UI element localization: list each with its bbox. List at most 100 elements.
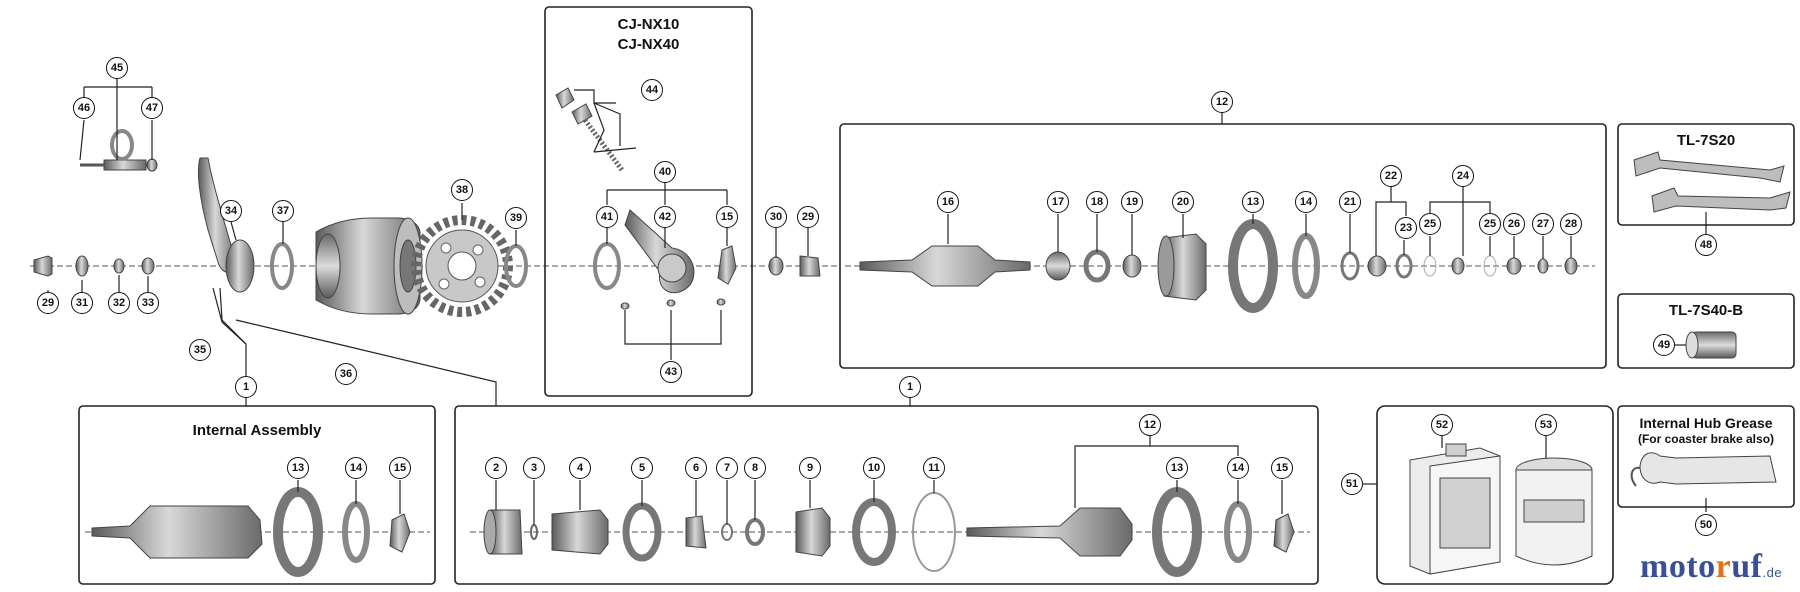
callout-7: 7 — [716, 457, 738, 479]
callout-13-assembly: 13 — [1166, 457, 1188, 479]
callout-9: 9 — [799, 457, 821, 479]
callout-29-left: 29 — [37, 292, 59, 314]
callout-30: 30 — [765, 206, 787, 228]
brake-cone-34-shape — [225, 239, 255, 293]
callout-28: 28 — [1560, 213, 1582, 235]
callout-36: 36 — [335, 363, 357, 385]
callout-23: 23 — [1395, 217, 1417, 239]
callout-15-internal: 15 — [389, 457, 411, 479]
callout-1-internal: 1 — [235, 376, 257, 398]
callout-3: 3 — [523, 457, 545, 479]
callout-43: 43 — [660, 361, 682, 383]
callout-19: 19 — [1121, 191, 1143, 213]
callout-49: 49 — [1653, 334, 1675, 356]
callout-46: 46 — [73, 97, 95, 119]
cable-adjust-44-shape — [555, 87, 575, 109]
callout-15-cj: 15 — [716, 206, 738, 228]
sprocket-38-shape — [411, 215, 513, 317]
callout-13-top: 13 — [1242, 191, 1264, 213]
callout-26: 26 — [1503, 213, 1525, 235]
callout-32: 32 — [108, 292, 130, 314]
nut-32-shape — [113, 258, 125, 274]
callout-8: 8 — [744, 457, 766, 479]
callout-37: 37 — [272, 200, 294, 222]
callout-51: 51 — [1341, 473, 1363, 495]
part-20-shape — [1163, 233, 1207, 301]
grease-subtitle: (For coaster brake also) — [1637, 432, 1775, 446]
callout-25-b: 25 — [1479, 213, 1501, 235]
callout-17: 17 — [1047, 191, 1069, 213]
callout-34: 34 — [220, 200, 242, 222]
axle-16-shape — [859, 245, 1031, 287]
callout-42: 42 — [654, 206, 676, 228]
bracket-45-shape — [80, 129, 158, 172]
callout-35: 35 — [189, 339, 211, 361]
parts-30-29 — [768, 255, 821, 277]
motoruf-logo: motoruf.de — [1640, 548, 1783, 585]
callout-24: 24 — [1452, 165, 1474, 187]
callout-14-top: 14 — [1295, 191, 1317, 213]
axle-lines — [30, 265, 1595, 533]
washer-31-shape — [75, 255, 89, 277]
callout-41: 41 — [596, 206, 618, 228]
callout-21: 21 — [1339, 191, 1361, 213]
left-axle-parts — [33, 157, 423, 315]
callout-4: 4 — [569, 457, 591, 479]
callout-27: 27 — [1532, 213, 1554, 235]
cj-parts — [555, 87, 737, 310]
callout-53: 53 — [1535, 414, 1557, 436]
callout-1-assembly: 1 — [899, 376, 921, 398]
callout-44: 44 — [641, 79, 663, 101]
tl7s40-title: TL-7S40-B — [1668, 302, 1744, 319]
tl7s20-title: TL-7S20 — [1676, 132, 1736, 149]
ring-37-shape — [270, 242, 294, 290]
callout-52: 52 — [1431, 414, 1453, 436]
callout-13-internal: 13 — [287, 457, 309, 479]
cj-title-2: CJ-NX40 — [617, 36, 680, 53]
callout-14-internal: 14 — [345, 457, 367, 479]
box-1-assembly — [454, 405, 1319, 585]
box-12-top — [839, 123, 1607, 369]
callout-31: 31 — [71, 292, 93, 314]
internal-parts — [91, 487, 411, 577]
grease-tube-shape — [1630, 452, 1777, 487]
callout-16: 16 — [937, 191, 959, 213]
callout-20: 20 — [1172, 191, 1194, 213]
kit-items — [1409, 443, 1593, 575]
callout-14-assembly: 14 — [1227, 457, 1249, 479]
callout-12-assembly: 12 — [1139, 414, 1161, 436]
callout-22: 22 — [1380, 165, 1402, 187]
cj-title-1: CJ-NX10 — [617, 16, 680, 33]
callout-48: 48 — [1695, 234, 1717, 256]
internal-assembly-title: Internal Assembly — [192, 422, 322, 439]
callout-39: 39 — [505, 207, 527, 229]
callout-12-top: 12 — [1211, 91, 1233, 113]
callout-40: 40 — [654, 161, 676, 183]
callout-11: 11 — [923, 457, 945, 479]
callout-50: 50 — [1695, 514, 1717, 536]
wrench-shapes — [1633, 151, 1791, 213]
callout-25-a: 25 — [1419, 213, 1441, 235]
callout-5: 5 — [631, 457, 653, 479]
callout-15-assembly: 15 — [1271, 457, 1293, 479]
box-cj — [544, 6, 753, 397]
box-internal — [78, 405, 436, 585]
nut-33-shape — [141, 257, 155, 275]
callout-45: 45 — [106, 57, 128, 79]
box-tl7s40 — [1617, 293, 1795, 369]
callout-38: 38 — [451, 179, 473, 201]
callout-6: 6 — [685, 457, 707, 479]
callout-10: 10 — [863, 457, 885, 479]
callout-2: 2 — [485, 457, 507, 479]
grease-title: Internal Hub Grease — [1639, 415, 1773, 431]
callout-47: 47 — [141, 97, 163, 119]
tool-49-shape — [1685, 331, 1737, 359]
callout-29-right: 29 — [797, 206, 819, 228]
hub-shell-shape — [315, 217, 421, 315]
leader-lines — [47, 71, 1707, 525]
callout-33: 33 — [137, 292, 159, 314]
cap-nut-29-shape — [33, 255, 53, 277]
box-kit-51 — [1376, 405, 1614, 585]
callout-18: 18 — [1086, 191, 1108, 213]
